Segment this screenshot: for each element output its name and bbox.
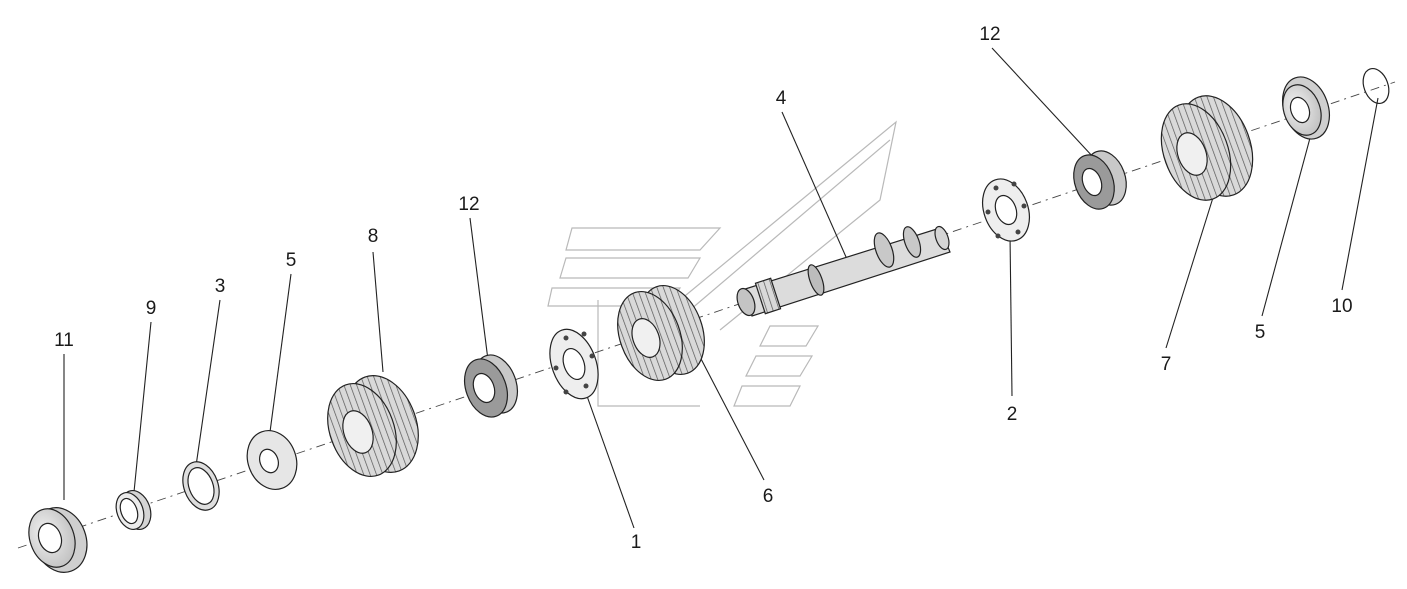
part-12-bearing-right (1073, 150, 1127, 210)
part-10-snap-ring (1362, 67, 1390, 105)
callout-labels: 11 9 3 5 8 12 1 6 4 2 12 7 5 10 (54, 24, 1352, 553)
part-11-bearing (28, 507, 88, 573)
part-3-ring (182, 461, 220, 511)
part-5-bearing-right (1282, 76, 1330, 140)
callout-7: 7 (1161, 354, 1172, 375)
part-12-bearing-left (463, 354, 519, 418)
callout-5-right: 5 (1255, 322, 1266, 343)
callout-3: 3 (215, 276, 226, 297)
callout-8: 8 (368, 226, 379, 247)
part-1-flange (549, 328, 599, 400)
leader-lines (63, 47, 1379, 529)
part-7-gear (1160, 95, 1254, 201)
callout-10: 10 (1331, 296, 1352, 317)
watermark-logo (547, 120, 897, 407)
part-8-gear (327, 374, 419, 478)
callout-11: 11 (54, 330, 74, 351)
callout-1: 1 (631, 532, 642, 553)
callout-9: 9 (146, 298, 157, 319)
callout-5-left: 5 (286, 250, 297, 271)
part-6-gear (617, 284, 705, 382)
part-2-flange (982, 178, 1030, 242)
callout-12-right: 12 (979, 24, 1000, 45)
part-5-washer-left (246, 430, 298, 490)
callout-4: 4 (776, 88, 787, 109)
callout-6: 6 (763, 486, 774, 507)
callout-12-left: 12 (458, 194, 479, 215)
part-9-sleeve (115, 490, 152, 530)
part-4-shaft (736, 225, 951, 317)
callout-2: 2 (1007, 404, 1018, 425)
